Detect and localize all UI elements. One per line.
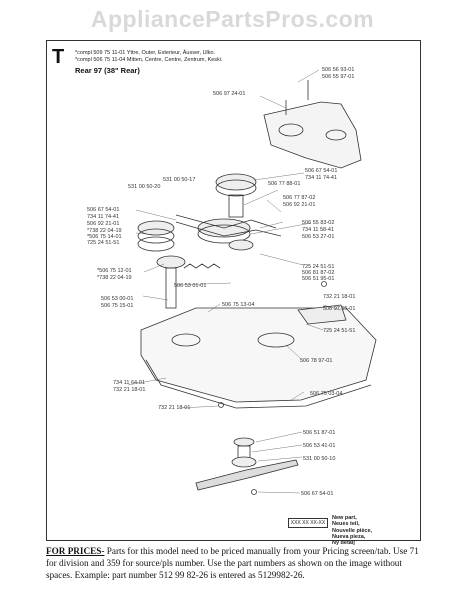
part-label: 725 24 51-51: [302, 264, 335, 270]
pricing-note: FOR PRICES- Parts for this model need to…: [46, 545, 426, 581]
part-label: 732 21 18-01: [113, 387, 146, 393]
part-label: 506 75 15-01: [101, 303, 134, 309]
part-label: 506 53 01-01: [174, 283, 207, 289]
part-label: 725 24 51-51: [87, 240, 120, 246]
part-label: 506 67 54-01: [87, 207, 120, 213]
pulley-shape: [137, 236, 175, 252]
part-label: *506 75 12-01: [97, 268, 132, 274]
new-part-legend-text: New part, Neues teil, Nouvelle pièce, Nu…: [332, 515, 372, 546]
bracket-plate-shape: [263, 101, 362, 169]
header-line-outer: *compl 509 75 11-01 Yttre, Outer, Exteri…: [75, 50, 216, 56]
idler-arm-shape: [175, 221, 282, 237]
section-letter: T: [52, 46, 65, 68]
pulley-shape: [137, 220, 175, 236]
new-part-legend-box: XXX XX XX-XX: [288, 518, 328, 528]
spindle-shape: [156, 255, 186, 269]
part-label: 506 53 00-01: [101, 296, 134, 302]
part-label: 506 55 83-02: [302, 220, 335, 226]
mower-deck-shape: [140, 307, 377, 403]
part-label: 506 77 87-02: [283, 195, 316, 201]
part-label: 506 67 54-01: [305, 168, 338, 174]
part-label: 506 55 97-01: [322, 74, 355, 80]
pulley-shape: [215, 173, 257, 191]
bracket-hole-shape: [325, 129, 347, 141]
blade-hub-shape: [233, 437, 255, 447]
pulley-shape: [137, 228, 175, 244]
part-label: 506 81 87-02: [302, 270, 335, 276]
small-pulley-shape: [228, 239, 254, 251]
diagram-frame: [46, 40, 421, 541]
bolt-shape: [218, 402, 224, 408]
part-label: 506 51 95-01: [302, 276, 335, 282]
deck-hole-shape: [171, 333, 201, 347]
bolt-shape: [251, 489, 257, 495]
deck-rim-shape: [145, 359, 372, 409]
part-label: 506 51 87-01: [303, 430, 336, 436]
part-label: *506 75 14-01: [87, 234, 122, 240]
deck-hole-shape: [257, 332, 295, 348]
legend-line: Ny detalj: [332, 540, 355, 547]
part-label: 506 67 54-01: [301, 491, 334, 497]
legend-line: Nueva pieza,: [332, 533, 366, 540]
pricing-note-lead: FOR PRICES-: [46, 546, 105, 556]
part-label: 531 00 50-10: [303, 456, 336, 462]
bracket-hole-shape: [278, 123, 304, 137]
part-label: 734 11 74-41: [87, 214, 120, 220]
part-label: 506 97 55-01: [323, 306, 356, 312]
part-label: *738 22 04-19: [87, 228, 122, 234]
legend-line: New part,: [332, 515, 357, 521]
header-line-centre: *compl 506 75 11-04 Mitten, Centre, Cent…: [75, 57, 223, 63]
bolt-shape: [321, 281, 327, 287]
part-label: 506 53 27-01: [302, 234, 335, 240]
diagram-subtitle: Rear 97 (38" Rear): [75, 66, 140, 75]
pulley-shape: [215, 179, 257, 197]
side-bracket-shape: [297, 304, 347, 325]
idler-arm-shape: [175, 214, 277, 229]
part-label: 531 00 50-20: [128, 184, 161, 190]
legend-line: Nouvelle pièce,: [332, 527, 373, 534]
part-label: 506 75 13-04: [222, 302, 255, 308]
pricing-note-text: Parts for this model need to be priced m…: [46, 546, 419, 580]
part-label: 506 53 41-01: [303, 443, 336, 449]
part-label: 506 78 97-01: [300, 358, 333, 364]
part-label: 506 56 93-01: [322, 67, 355, 73]
part-label: 725 24 51-51: [323, 328, 356, 334]
watermark-logo: AppliancePartsPros.com: [90, 6, 375, 32]
part-label: 732 21 18-01: [158, 405, 191, 411]
blade-shape: [195, 459, 299, 491]
part-label: 506 77 88-01: [268, 181, 301, 187]
part-label: 734 11 58-41: [302, 227, 335, 233]
parts-diagram: [127, 69, 377, 495]
part-label: 506 97 24-01: [213, 91, 246, 97]
spindle-shaft-shape: [165, 267, 177, 309]
spring-shape: [183, 263, 221, 269]
part-label: 732 21 18-01: [323, 294, 356, 300]
part-label: 531 00 50-17: [163, 177, 196, 183]
part-label: 506 92 21-01: [87, 221, 120, 227]
part-label: *738 22 04-19: [97, 275, 132, 281]
part-label: 734 11 74-41: [305, 175, 338, 181]
pulley-hub-shape: [228, 194, 244, 218]
part-label: 506 75 03-04: [310, 391, 343, 397]
part-label: 506 92 21-01: [283, 202, 316, 208]
part-label: 734 11 64-01: [113, 380, 146, 386]
blade-hub-shape: [231, 456, 257, 468]
legend-line: Neues teil,: [332, 521, 360, 528]
pulley-shape: [197, 224, 251, 244]
